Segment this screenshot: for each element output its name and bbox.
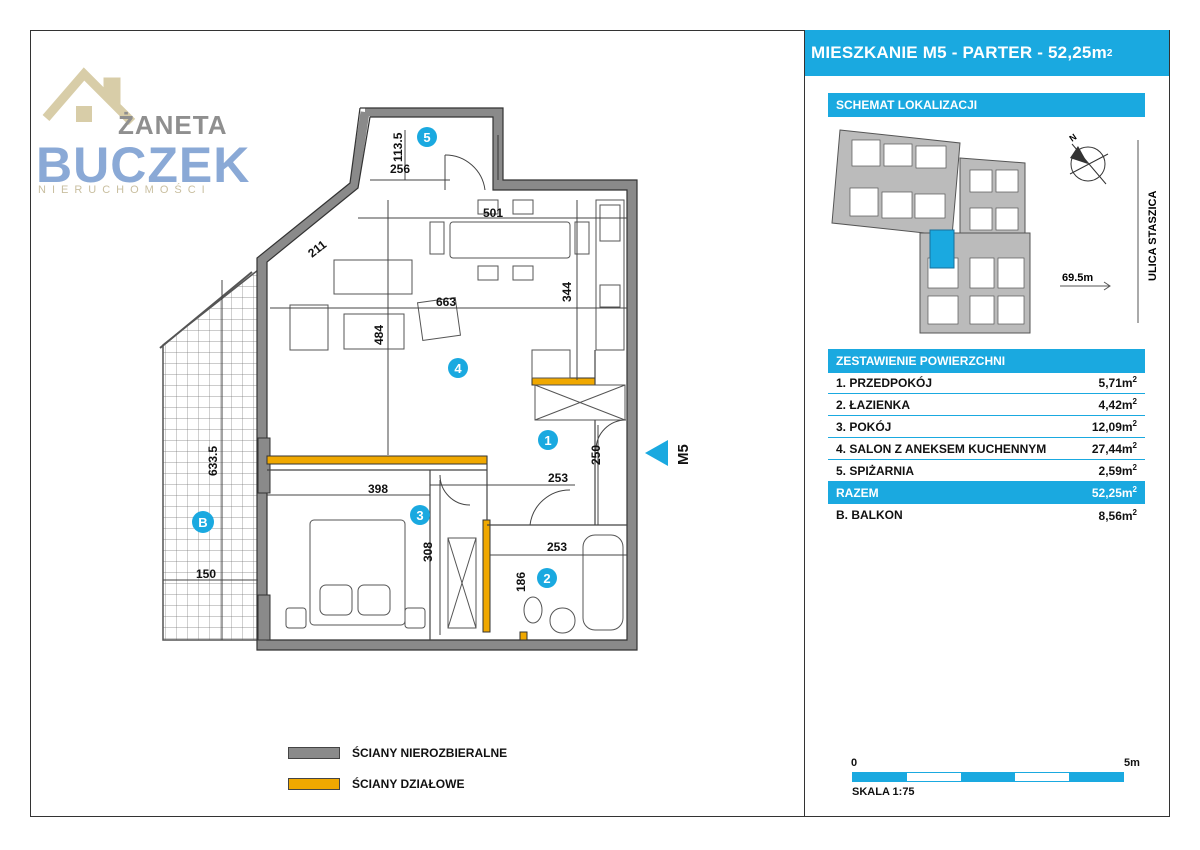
area-row-value: 27,44m (1091, 442, 1133, 456)
area-total-sup: 2 (1132, 485, 1137, 494)
area-row-sup: 2 (1132, 419, 1137, 428)
unit-mark: M5 (675, 444, 692, 465)
dim-113: 113.5 (391, 132, 405, 162)
area-total-value: 52,25m (1091, 486, 1133, 500)
load-bearing-swatch (288, 747, 340, 759)
dim-253a: 253 (548, 471, 568, 485)
compass-icon: N (1067, 132, 1109, 185)
area-row-label: 2. ŁAZIENKA (836, 397, 911, 412)
unit-location-highlight (929, 229, 955, 269)
area-row: 5. SPIŻARNIA 2,59m2 (828, 460, 1145, 482)
area-total-label: RAZEM (836, 485, 879, 500)
partition-walls (266, 377, 596, 641)
scale-end: 5m (1124, 757, 1140, 769)
scale-start: 0 (851, 757, 858, 769)
area-row-sup: 2 (1132, 397, 1137, 406)
area-row: 3. POKÓJ 12,09m2 (828, 416, 1145, 438)
apartment-title-text: MIESZKANIE M5 - PARTER - 52,25m (811, 43, 1107, 62)
company-logo: ŻANETA BUCZEK NIERUCHOMOŚCI (36, 60, 266, 205)
distance-label: 69.5m (1062, 272, 1093, 284)
floor-plan: 113.5 256 501 211 663 344 484 250 253 39… (159, 107, 692, 651)
dim-250: 250 (589, 445, 603, 465)
balcony-label: B. BALKON (836, 508, 903, 522)
dim-663: 663 (436, 295, 456, 309)
balcony-value: 8,56m (1098, 508, 1133, 523)
room-4-marker: 4 (454, 361, 462, 376)
area-row-value: 12,09m (1091, 420, 1133, 434)
dim-211: 211 (305, 237, 329, 260)
area-row-label: 5. SPIŻARNIA (836, 463, 915, 478)
entrance-arrow-icon (645, 440, 668, 466)
balcony-row: B. BALKON 8,56m2 (828, 504, 1145, 526)
dim-256: 256 (390, 162, 410, 176)
legend-partition-label: ŚCIANY DZIAŁOWE (352, 777, 465, 791)
balcony-marker: B (198, 515, 207, 530)
area-row-sup: 2 (1132, 463, 1137, 472)
area-row-value: 2,59m (1098, 464, 1133, 478)
logo-line3: NIERUCHOMOŚCI (38, 184, 211, 196)
room-1-marker: 1 (544, 433, 551, 448)
sheet-frame (30, 30, 1170, 817)
dim-501: 501 (483, 206, 503, 220)
dim-398: 398 (368, 482, 388, 496)
scale-label: SKALA 1:75 (852, 786, 915, 798)
legend-load-bearing-label: ŚCIANY NIEROZBIERALNE (352, 746, 508, 760)
room-3-marker: 3 (416, 508, 423, 523)
legend-partition: ŚCIANY DZIAŁOWE (288, 777, 464, 791)
dim-633: 633.5 (206, 446, 220, 476)
areas-heading: ZESTAWIENIE POWIERZCHNI (828, 349, 1145, 373)
area-row-value: 4,42m (1098, 398, 1133, 412)
sheet-divider (804, 30, 805, 817)
dim-150: 150 (196, 567, 216, 581)
legend-load-bearing: ŚCIANY NIEROZBIERALNE (288, 746, 507, 760)
dim-253b: 253 (547, 540, 567, 554)
logo-line1: ŻANETA (118, 110, 228, 140)
area-row: 1. PRZEDPOKÓJ 5,71m2 (828, 372, 1145, 394)
dim-344: 344 (560, 282, 574, 302)
scale-bar (852, 772, 1124, 782)
furniture (285, 199, 626, 634)
street-name: ULICA STASZICA (1147, 191, 1159, 281)
logo-line2: BUCZEK (36, 137, 251, 193)
dim-484: 484 (372, 325, 386, 345)
area-total-row: RAZEM 52,25m2 (828, 482, 1145, 504)
apartment-title-sup: 2 (1106, 47, 1113, 59)
area-row-label: 3. POKÓJ (836, 419, 892, 434)
area-row: 2. ŁAZIENKA 4,42m2 (828, 394, 1145, 416)
logo-house-icon (42, 67, 136, 126)
location-heading: SCHEMAT LOKALIZACJI (828, 93, 1145, 117)
area-row-sup: 2 (1132, 375, 1137, 384)
north-label: N (1067, 132, 1078, 144)
location-map: ULICA STASZICA 69.5m N (831, 129, 1159, 334)
room-5-marker: 5 (423, 130, 430, 145)
area-row: 4. SALON Z ANEKSEM KUCHENNYM 27,44m2 (828, 438, 1145, 460)
room-2-marker: 2 (543, 571, 550, 586)
dim-186: 186 (514, 572, 528, 592)
area-row-label: 4. SALON Z ANEKSEM KUCHENNYM (836, 441, 1047, 456)
area-row-value: 5,71m (1098, 376, 1133, 390)
area-row-label: 1. PRZEDPOKÓJ (836, 375, 933, 390)
area-row-sup: 2 (1132, 441, 1137, 450)
partition-swatch (288, 778, 340, 790)
balcony-sup: 2 (1132, 507, 1137, 517)
dim-308: 308 (421, 542, 435, 562)
